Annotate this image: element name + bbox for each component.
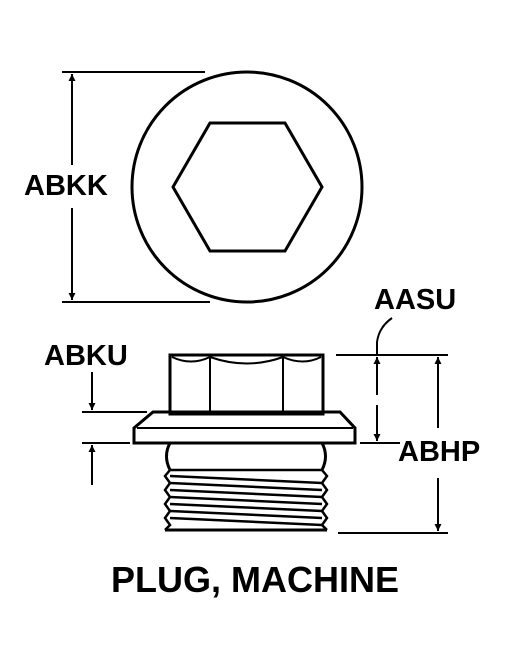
aasu-leader	[376, 317, 393, 355]
plug-head-circle	[130, 70, 364, 304]
abku-label: ABKU	[44, 340, 128, 372]
hex-chamfer	[171, 355, 322, 365]
flange	[132, 410, 357, 445]
hex-head	[168, 353, 325, 416]
drawing-caption: PLUG, MACHINE	[111, 559, 399, 600]
abkk-dimension	[62, 71, 210, 303]
aasu-dimension	[336, 317, 448, 444]
abhp-dimension	[338, 357, 448, 534]
abku-dimension	[82, 372, 147, 485]
undercut-right	[320, 442, 327, 471]
abkk-label: ABKK	[24, 170, 108, 202]
threaded-body	[163, 468, 329, 532]
top-view	[130, 70, 364, 304]
aasu-label: AASU	[374, 284, 457, 316]
undercut-left	[165, 442, 172, 471]
hex-socket	[171, 121, 324, 253]
abhp-label: ABHP	[398, 436, 481, 468]
side-view	[132, 353, 357, 532]
